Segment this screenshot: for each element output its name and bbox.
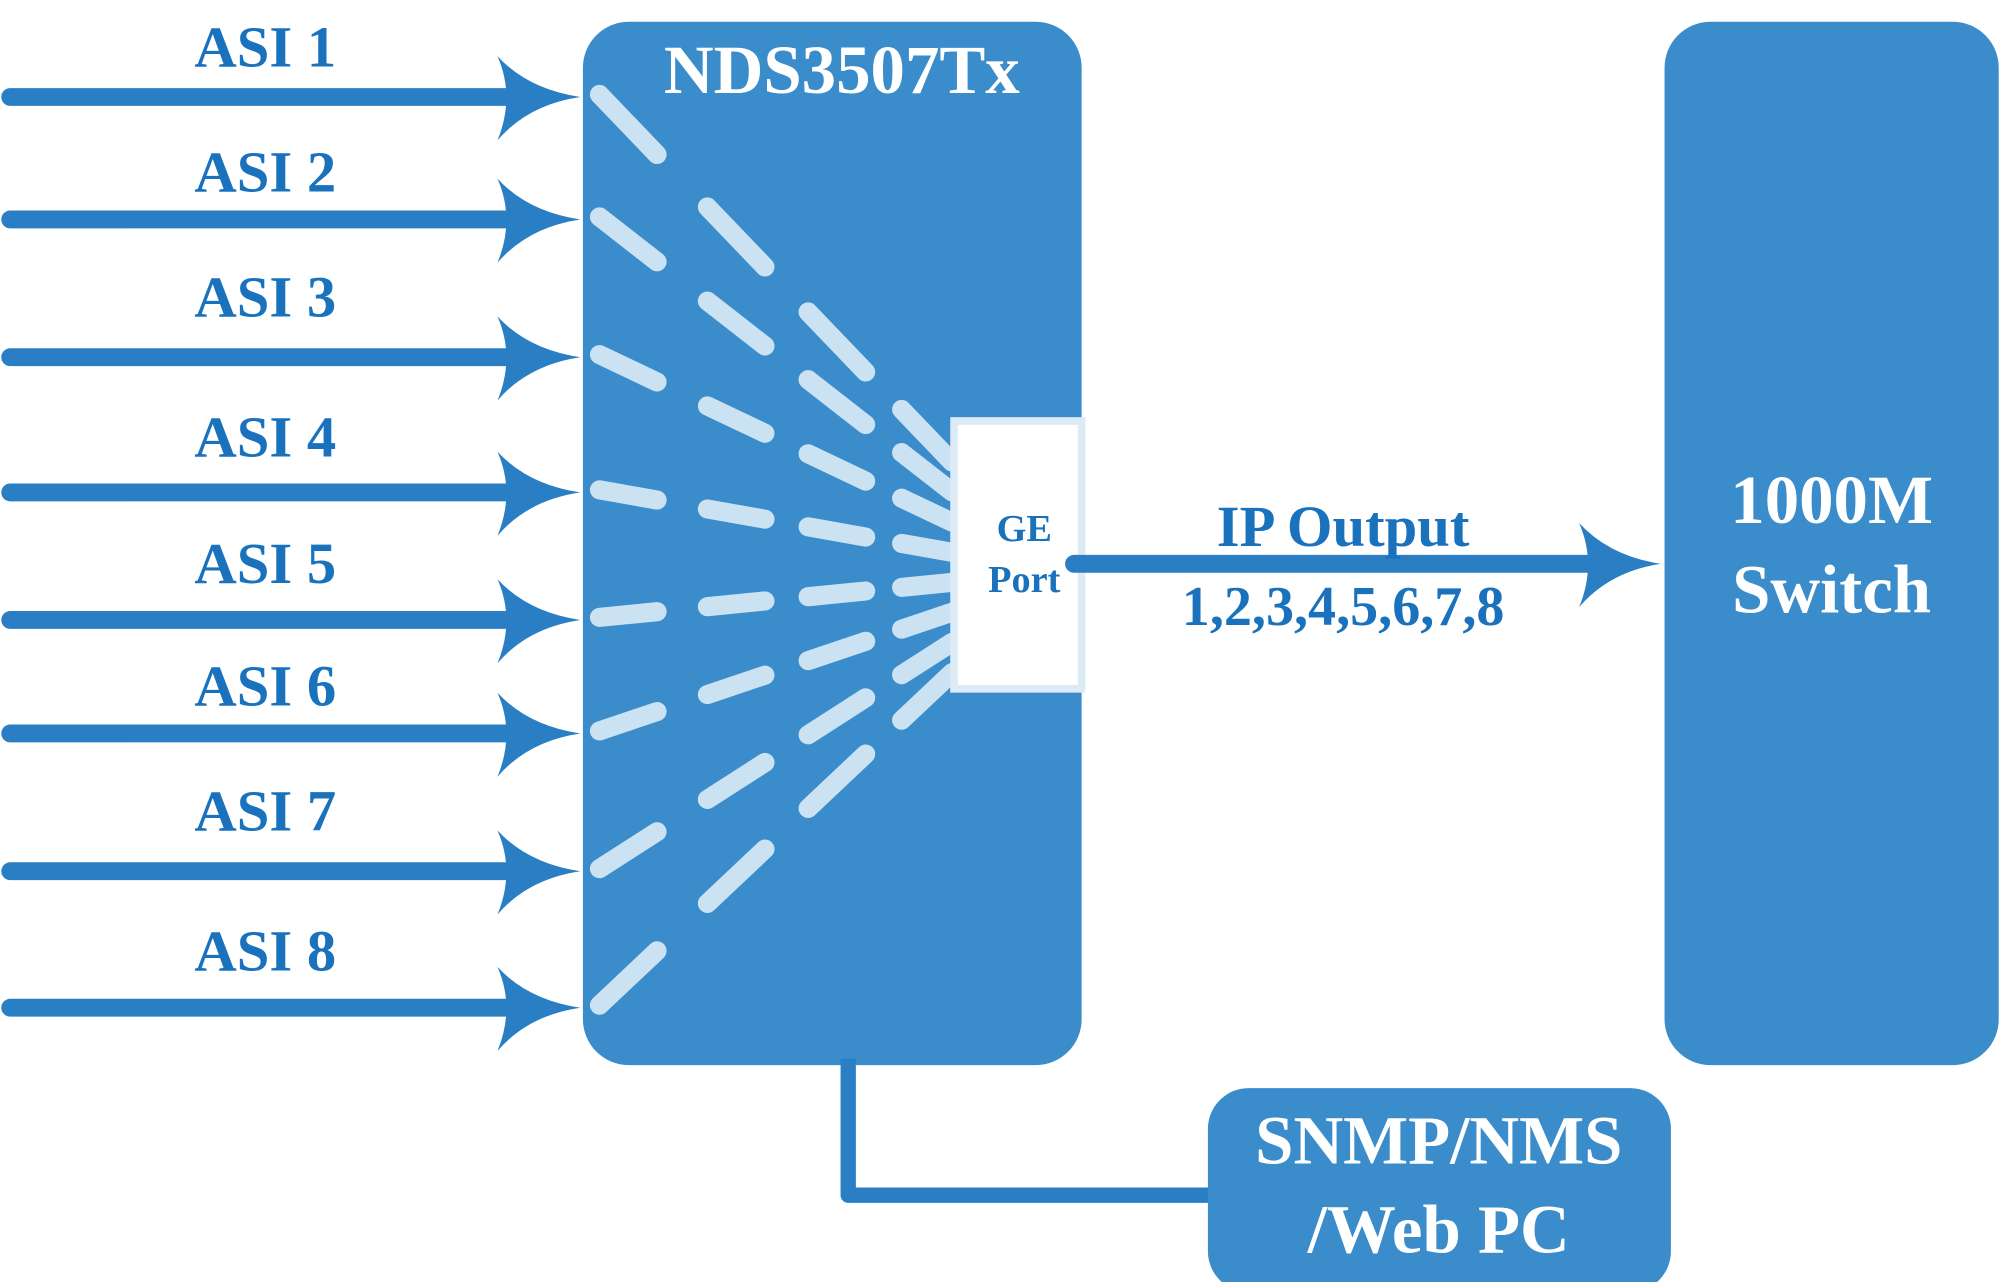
signal-dash xyxy=(798,517,876,547)
signal-dash xyxy=(892,602,962,639)
management-label-2: /Web PC xyxy=(1307,1192,1570,1268)
asi-input-label: ASI 5 xyxy=(194,531,336,596)
switch-label-2: Switch xyxy=(1732,551,1931,627)
signal-dash xyxy=(697,197,775,277)
signal-dash xyxy=(589,941,667,1015)
signal-dash xyxy=(697,665,775,705)
asi-input-label: ASI 7 xyxy=(194,778,336,843)
signal-dash xyxy=(589,345,667,392)
asi-input-label: ASI 8 xyxy=(194,919,336,984)
asi-inputs: ASI 1 ASI 2 ASI 3 ASI 4 ASI 5 ASI 6 ASI 7 ASI 8 xyxy=(1,14,581,1052)
asi-input-label: ASI 2 xyxy=(194,139,336,204)
ip-output-channels: 1,2,3,4,5,6,7,8 xyxy=(1182,576,1505,638)
signal-dash xyxy=(798,631,876,671)
signal-dash xyxy=(892,572,962,597)
signal-dash xyxy=(589,207,667,272)
device-title: NDS3507Tx xyxy=(664,32,1020,108)
signal-dash xyxy=(892,443,962,502)
signal-dash xyxy=(798,581,876,607)
signal-dash xyxy=(697,591,775,617)
signal-dash xyxy=(798,444,876,491)
signal-dash xyxy=(892,632,962,685)
signal-dash xyxy=(892,399,962,472)
signal-dash xyxy=(798,744,876,818)
signal-dash xyxy=(798,302,876,382)
asi-input-arrowhead xyxy=(497,316,581,401)
asi-input-arrowhead xyxy=(497,966,581,1052)
signal-dash xyxy=(589,822,667,879)
signal-dash xyxy=(589,84,667,165)
asi-input-label: ASI 1 xyxy=(194,14,336,79)
signal-dash xyxy=(589,480,667,510)
asi-input-label: ASI 4 xyxy=(194,405,336,470)
asi-input-arrowhead xyxy=(497,56,581,141)
switch-label-1: 1000M xyxy=(1730,462,1933,538)
signal-dash xyxy=(697,499,775,529)
signal-dash xyxy=(697,396,775,443)
signal-dash xyxy=(798,370,876,435)
asi-input-arrowhead xyxy=(497,692,581,777)
management-box xyxy=(1207,1088,1671,1282)
asi-input-arrowhead xyxy=(497,579,581,664)
management-connector xyxy=(840,1058,1212,1203)
asi-input-arrowhead xyxy=(497,451,581,536)
signal-dashes xyxy=(589,84,962,1015)
switch-box xyxy=(1664,21,1999,1066)
asi-input-label: ASI 3 xyxy=(194,264,336,329)
signal-dash xyxy=(589,602,667,627)
asi-input-arrowhead xyxy=(497,830,581,915)
signal-dash xyxy=(892,488,962,532)
ge-port xyxy=(950,417,1086,693)
signal-dash xyxy=(697,839,775,913)
asi-input-arrowhead xyxy=(497,178,581,263)
ge-port-label-2: Port xyxy=(988,559,1060,601)
ge-port-label-1: GE xyxy=(997,508,1052,550)
asi-input-label: ASI 6 xyxy=(194,653,336,718)
ip-output-arrowhead xyxy=(1579,523,1661,608)
signal-dash xyxy=(798,688,876,745)
signal-dash xyxy=(892,663,962,730)
ip-output-label: IP Output xyxy=(1217,494,1470,559)
signal-dash xyxy=(892,533,962,562)
signal-dash xyxy=(589,701,667,741)
signal-dash xyxy=(697,291,775,356)
signal-dash xyxy=(697,752,775,809)
management-label-1: SNMP/NMS xyxy=(1255,1102,1622,1178)
